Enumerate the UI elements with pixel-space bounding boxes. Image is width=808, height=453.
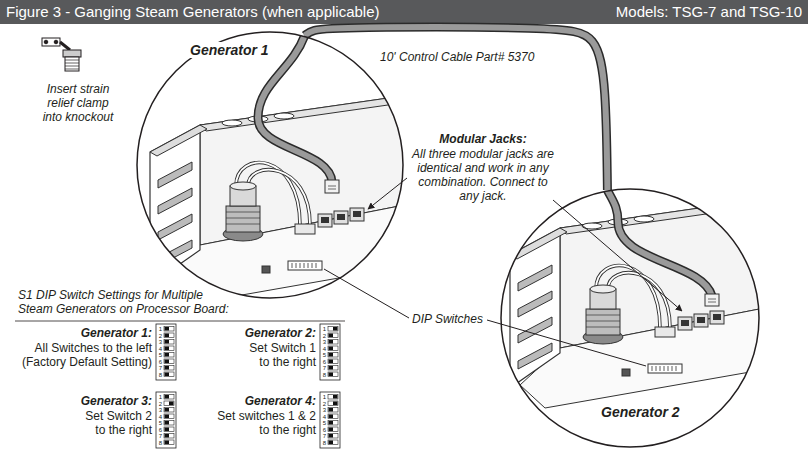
header-bar	[0, 0, 808, 24]
switch-number: 6	[322, 359, 328, 366]
generator-callout-circle: Generator 2	[500, 188, 760, 448]
setting-text: Set switches 1 & 2 to the right	[212, 409, 316, 437]
strain-relief-clamp-icon	[65, 57, 79, 71]
switch-number: 3	[158, 407, 164, 414]
switch-number: 3	[322, 339, 328, 346]
cable-label: 10' Control Cable Part# 5370	[378, 50, 536, 64]
dip-switch-icon	[333, 402, 338, 406]
switch-number: 5	[322, 352, 328, 359]
switch-number: 6	[158, 359, 164, 366]
generator-heading: Generator 1	[187, 42, 272, 58]
generator-2-illustration	[607, 190, 712, 296]
switch-number: 7	[158, 433, 164, 440]
model-numbers: Models: TSG-7 and TSG-10	[540, 3, 802, 21]
setting-text: Set Switch 2 to the right	[78, 409, 152, 437]
instruction-note: Insert strain relief clamp into knockout	[38, 82, 118, 124]
figure-title: Figure 3 - Ganging Steam Generators (whe…	[6, 3, 380, 21]
switch-number: 7	[322, 433, 328, 440]
switch-number: 8	[322, 372, 328, 379]
switch-number: 1	[158, 394, 164, 401]
callout-heading: Modular Jacks:	[410, 132, 556, 146]
generator-1-illustration	[150, 36, 430, 305]
setting-heading: Generator 1:	[40, 326, 152, 340]
switch-number: 3	[158, 339, 164, 346]
switch-number: 5	[158, 420, 164, 427]
strain-relief-clamp-icon	[54, 40, 58, 44]
dip-switch-icon	[333, 395, 338, 399]
dip-switch-icon	[165, 327, 170, 331]
dip-switch-icon	[156, 392, 176, 448]
switch-number: 7	[158, 365, 164, 372]
generator-2-illustration	[510, 190, 790, 408]
dip-switch-icon	[320, 324, 340, 380]
setting-text: Set Switch 1 to the right	[242, 341, 316, 369]
generator-1-illustration	[325, 180, 339, 193]
dip-switch-icon	[156, 324, 176, 380]
generator-2-illustration	[705, 294, 719, 306]
leader-line	[324, 269, 409, 318]
switch-number: 4	[322, 346, 328, 353]
generator-2-illustration	[607, 190, 712, 296]
generator-2-illustration	[510, 195, 790, 408]
section-heading: S1 DIP Switch Settings for Multiple Stea…	[18, 288, 236, 316]
strain-relief-clamp-icon	[42, 38, 81, 71]
strain-relief-clamp-icon	[60, 42, 70, 50]
dip-switch-icon	[320, 324, 340, 380]
switch-number: 6	[322, 427, 328, 434]
switch-number: 6	[158, 427, 164, 434]
circle-outline	[137, 32, 403, 298]
switch-number: 1	[322, 326, 328, 333]
strain-relief-clamp-icon	[63, 50, 81, 57]
switch-number: 8	[158, 372, 164, 379]
dip-switch-icon	[156, 392, 176, 448]
circle-outline	[501, 189, 759, 447]
setting-heading: Generator 2:	[204, 326, 316, 340]
setting-heading: Generator 4:	[204, 394, 316, 408]
generator-heading: Generator 2	[598, 404, 683, 420]
dip-switch-icon	[156, 324, 176, 380]
setting-text: All Switches to the left (Factory Defaul…	[8, 341, 152, 369]
switch-number: 2	[322, 401, 328, 408]
dip-switch-icon	[320, 392, 340, 448]
switch-number: 4	[322, 414, 328, 421]
switch-number: 8	[158, 440, 164, 447]
setting-heading: Generator 3:	[40, 394, 152, 408]
switch-number: 2	[158, 333, 164, 340]
switch-number: 5	[322, 420, 328, 427]
dip-switch-icon	[165, 334, 170, 338]
circle-outline	[136, 31, 404, 299]
callout-label: DIP Switches	[412, 312, 483, 326]
switch-number: 4	[158, 346, 164, 353]
switch-number: 1	[158, 326, 164, 333]
switch-number: 8	[322, 440, 328, 447]
strain-relief-clamp-icon	[65, 60, 79, 69]
switch-number: 1	[322, 394, 328, 401]
generator-2-illustration	[708, 299, 716, 302]
leader-line	[487, 320, 646, 366]
switch-number: 2	[158, 401, 164, 408]
switch-number: 3	[322, 407, 328, 414]
callout-note: All three modular jacks are identical an…	[410, 147, 556, 203]
generator-1-illustration	[328, 186, 336, 189]
switch-number: 5	[158, 352, 164, 359]
dip-switch-icon	[329, 334, 334, 338]
dip-switch-icon	[165, 395, 170, 399]
switch-number: 7	[322, 365, 328, 372]
dip-switch-icon	[333, 327, 338, 331]
strain-relief-clamp-icon	[42, 38, 60, 46]
leader-line	[553, 200, 682, 311]
strain-relief-clamp-icon	[44, 40, 48, 44]
generator-callout-circle: Generator 1	[136, 31, 404, 299]
dip-switch-icon	[320, 392, 340, 448]
dip-switch-icon	[169, 402, 174, 406]
switch-number: 2	[322, 333, 328, 340]
separator-line	[15, 321, 345, 322]
switch-number: 4	[158, 414, 164, 421]
